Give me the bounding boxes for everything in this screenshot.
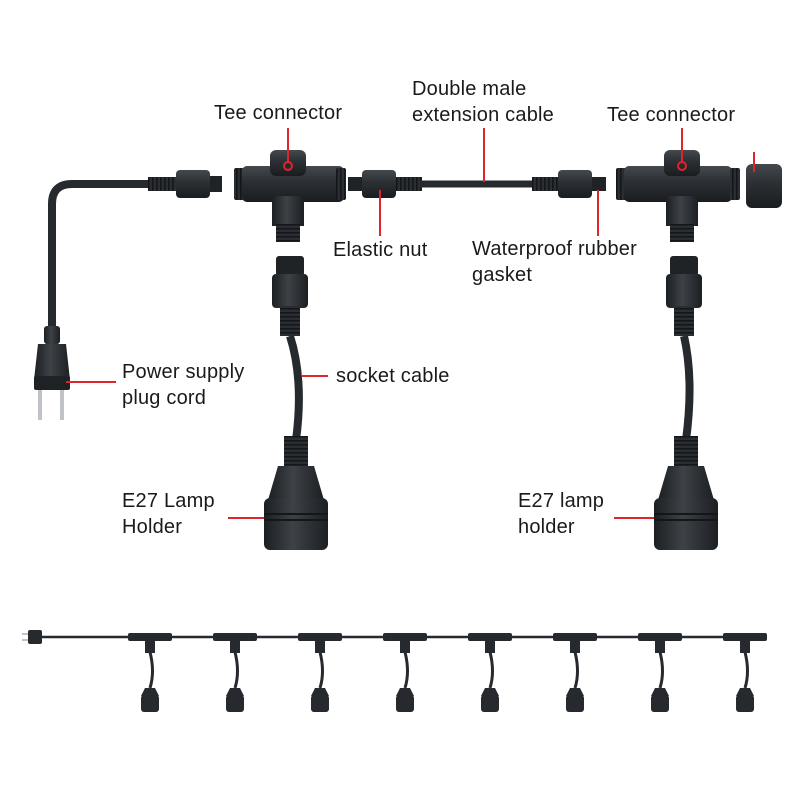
label-line: Power supply [122,361,245,383]
overview-socket [383,633,427,712]
overview-sockets [128,633,767,712]
overview-socket [723,633,767,712]
label-e27-lamp-holder-right: E27 lamp holder [518,488,604,540]
overview-socket [638,633,682,712]
socket-cable-left [272,256,308,441]
leader-lines [66,128,755,519]
label-e27-lamp-holder-left: E27 Lamp Holder [122,488,215,540]
label-line: E27 Lamp [122,490,215,512]
overview-socket [213,633,257,712]
label-line: Waterproof rubber [472,238,637,260]
label-tee-connector-left: Tee connector [214,102,343,124]
label-line: holder [518,516,575,538]
label-line: Double male [412,78,527,100]
cord-coupling [148,170,222,198]
extension-cable [348,170,606,198]
overview-socket [128,633,172,712]
label-socket-cable: socket cable [336,365,450,387]
label-line: Holder [122,516,183,538]
overview-socket [468,633,512,712]
overview-socket [553,633,597,712]
lamp-holder-left [264,436,328,550]
lamp-holder-right [654,436,718,550]
label-elastic-nut: Elastic nut [333,239,428,261]
leader-tee-left [283,128,293,171]
end-cap [746,164,782,208]
socket-cable-right [666,256,702,441]
label-double-male-extension-cable: Double male extension cable [412,76,554,128]
label-waterproof-rubber-gasket: Waterproof rubber gasket [472,236,637,288]
tee-connector-left [234,150,346,242]
power-cord-cable [48,180,154,334]
label-line: E27 lamp [518,490,605,512]
label-line: plug cord [122,387,207,409]
label-line: gasket [472,264,533,286]
string-light-overview [22,630,767,712]
leader-tee-right [677,128,687,171]
power-plug [34,326,70,420]
label-power-supply-plug-cord: Power supply plug cord [122,359,244,411]
overview-plug [22,630,42,644]
label-tee-connector-right: Tee connector [607,104,736,126]
overview-socket [298,633,342,712]
label-line: extension cable [412,104,554,126]
